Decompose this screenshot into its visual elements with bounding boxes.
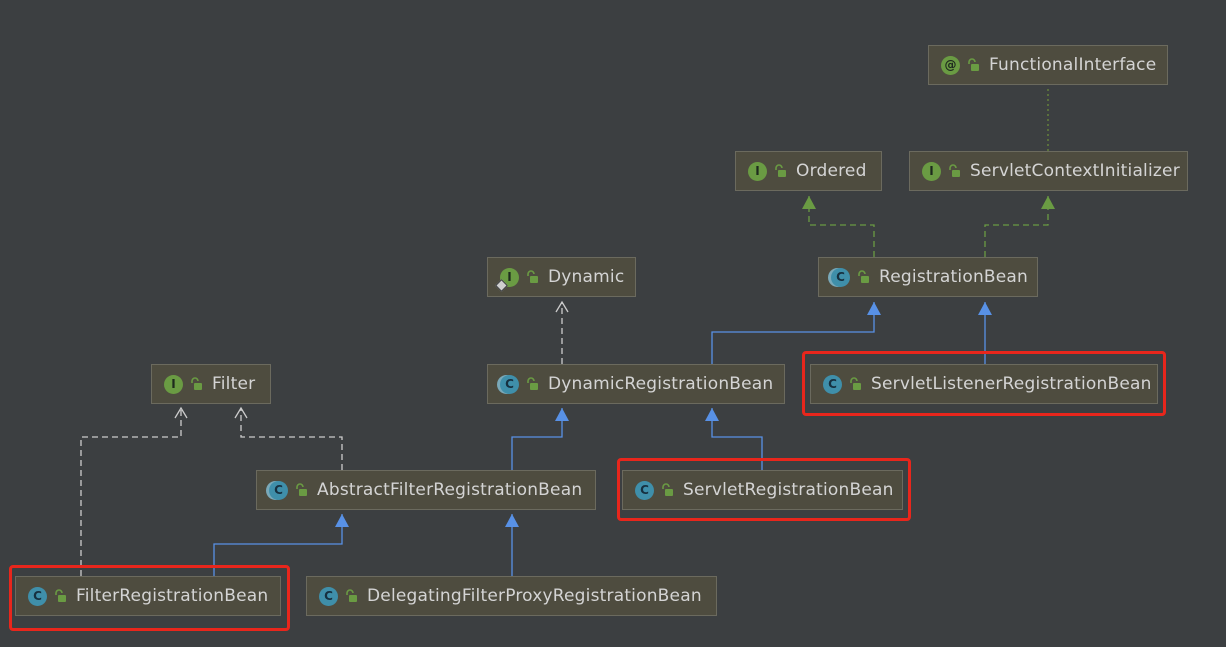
node-label: AbstractFilterRegistrationBean (317, 480, 583, 500)
interface-badge-icon: I (748, 161, 767, 181)
public-visibility-lock-icon (296, 483, 307, 496)
edge-registration-bean-to-servlet-context-initializer (984, 196, 1055, 257)
class-badge-icon: C (823, 374, 842, 394)
node-servlet-listener-registration-bean[interactable]: C ServletListenerRegistrationBean (810, 364, 1158, 404)
node-delegating-filter-proxy-registration-bean[interactable]: C DelegatingFilterProxyRegistrationBean (306, 576, 717, 616)
interface-badge-icon: I (922, 161, 941, 181)
public-visibility-lock-icon (346, 589, 357, 602)
class-badge-icon: C (28, 586, 47, 606)
abstract-badge-icon: C (831, 267, 850, 287)
node-filter-registration-bean[interactable]: C FilterRegistrationBean (15, 576, 281, 616)
node-functional-interface[interactable]: @ FunctionalInterface (928, 45, 1168, 85)
class-badge-icon: C (319, 586, 338, 606)
nested-marker-icon (495, 278, 508, 292)
arrowhead-icon (234, 406, 248, 419)
node-label: Filter (212, 374, 256, 394)
annotation-badge-icon: @ (941, 55, 960, 75)
arrowhead-icon (174, 406, 188, 419)
node-label: Ordered (796, 161, 867, 181)
node-label: DynamicRegistrationBean (548, 374, 774, 394)
public-visibility-lock-icon (527, 377, 538, 390)
edge-delegating-filter-proxy-registration-bean-to-abstract-filter-registration-bean (505, 514, 519, 576)
public-visibility-lock-icon (775, 164, 786, 177)
arrowhead-icon (978, 302, 992, 315)
public-visibility-lock-icon (850, 377, 861, 390)
public-visibility-lock-icon (55, 589, 66, 602)
node-registration-bean[interactable]: C RegistrationBean (818, 257, 1038, 297)
arrowhead-icon (505, 514, 519, 527)
public-visibility-lock-icon (949, 164, 960, 177)
edge-registration-bean-to-ordered (802, 196, 875, 257)
node-servlet-registration-bean[interactable]: C ServletRegistrationBean (622, 470, 903, 510)
public-visibility-lock-icon (662, 483, 673, 496)
edge-abstract-filter-registration-bean-to-dynamic-registration-bean (511, 408, 569, 470)
arrowhead-icon (1041, 196, 1055, 209)
arrowhead-icon (335, 514, 349, 527)
arrowhead-icon (555, 300, 569, 313)
highlight-box-servlet-listener (802, 351, 1166, 416)
node-filter[interactable]: I Filter (151, 364, 271, 404)
arrowhead-icon (867, 302, 881, 315)
node-label: FilterRegistrationBean (76, 586, 269, 606)
highlight-box-filter-registration (9, 565, 290, 631)
node-label: ServletRegistrationBean (683, 480, 894, 500)
edge-dynamic-registration-bean-to-dynamic (555, 300, 569, 364)
abstract-badge-icon: C (500, 374, 519, 394)
class-badge-icon: C (635, 480, 654, 500)
node-label: Dynamic (548, 267, 625, 287)
node-abstract-filter-registration-bean[interactable]: C AbstractFilterRegistrationBean (256, 470, 596, 510)
public-visibility-lock-icon (858, 270, 869, 283)
public-visibility-lock-icon (191, 377, 202, 390)
edge-abstract-filter-registration-bean-to-filter (234, 406, 343, 470)
edge-filter-registration-bean-to-filter (80, 406, 188, 576)
edge-filter-registration-bean-to-abstract-filter-registration-bean (213, 514, 349, 576)
node-servlet-context-initializer[interactable]: I ServletContextInitializer (909, 151, 1188, 191)
edge-dynamic-registration-bean-to-registration-bean (711, 302, 881, 364)
arrowhead-icon (555, 408, 569, 421)
node-label: ServletContextInitializer (970, 161, 1180, 181)
node-ordered[interactable]: I Ordered (735, 151, 882, 191)
arrowhead-icon (802, 196, 816, 209)
node-dynamic-registration-bean[interactable]: C DynamicRegistrationBean (487, 364, 785, 404)
arrowhead-icon (705, 408, 719, 421)
node-label: ServletListenerRegistrationBean (871, 374, 1152, 394)
abstract-badge-icon: C (269, 480, 288, 500)
highlight-box-servlet-registration (617, 458, 911, 521)
public-visibility-lock-icon (527, 270, 538, 283)
interface-badge-icon: I (164, 374, 183, 394)
node-label: RegistrationBean (879, 267, 1029, 287)
edge-servlet-registration-bean-to-dynamic-registration-bean (705, 408, 763, 470)
node-label: FunctionalInterface (989, 55, 1157, 75)
interface-badge-icon: I (495, 267, 519, 292)
public-visibility-lock-icon (968, 58, 979, 71)
node-dynamic[interactable]: I Dynamic (487, 257, 636, 297)
node-label: DelegatingFilterProxyRegistrationBean (367, 586, 702, 606)
